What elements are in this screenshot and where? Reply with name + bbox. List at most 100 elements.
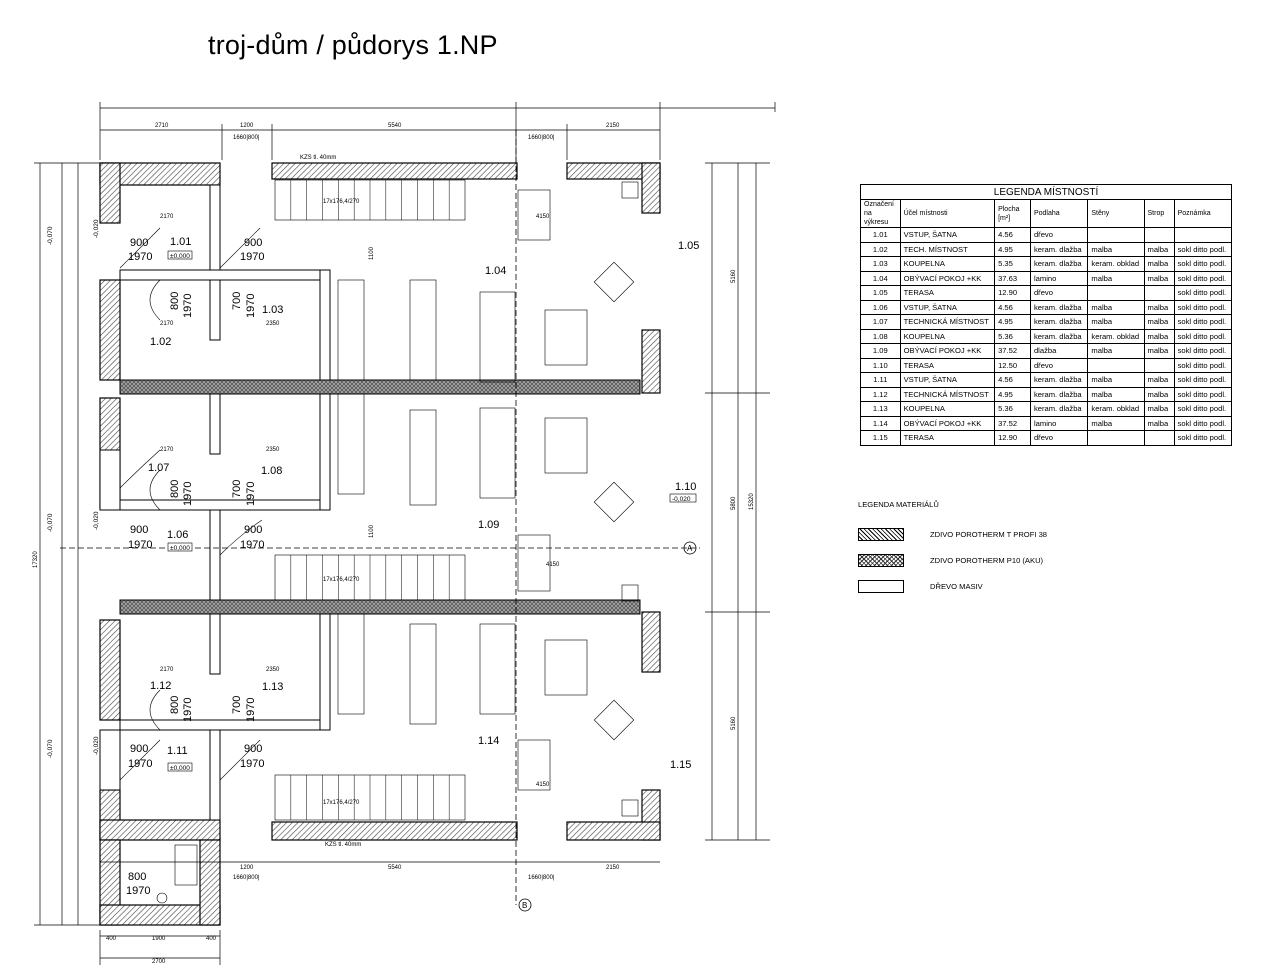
legend-cell: 1.13 [860,401,901,417]
legend-cell: sokl ditto podl. [1173,270,1233,286]
legend-cell: dřevo [1029,227,1089,243]
legend-cell: 1.12 [860,386,901,402]
axis-b-label: B [522,901,527,910]
door-height-1-11: 1970 [128,758,152,770]
legend-cell [1087,430,1145,446]
door-height-1-06: 1970 [128,539,152,551]
legend-cell: sokl ditto podl. [1173,328,1233,344]
door-width-1-06b: 900 [244,524,262,536]
material-label: DŘEVO MASIV [930,581,983,591]
legend-cell: malba [1143,241,1175,257]
legend-cell: 1.05 [860,285,901,301]
kzs-bottom: KZS tl. 40mm [325,842,361,848]
dim-bottom-2: 5540 [388,865,402,871]
legend-cell: 12.90 [994,285,1031,301]
stair-steps [290,180,450,820]
axis-markers [60,130,700,912]
legend-header-cell: Plocha [m²] [994,199,1031,228]
legend-cell: sokl ditto podl. [1173,415,1233,431]
legend-cell [1087,227,1145,243]
legend-cell: OBÝVACÍ POKOJ +KK [899,415,996,431]
dim-top-sub-2: 1660|800| [528,135,555,141]
legend-header-cell: Podlaha [1029,199,1089,228]
level-left-mid: -0,070 [47,513,54,532]
legend-cell: malba [1087,343,1145,359]
legend-cell: sokl ditto podl. [1173,285,1233,301]
room-label-1-04: 1.04 [485,265,506,277]
legend-cell: 4.95 [994,314,1031,330]
legend-cell: malba [1087,372,1145,388]
legend-cell: lamino [1029,415,1089,431]
legend-cell: sokl ditto podl. [1173,386,1233,402]
dim-bottom-1: 1200 [240,865,254,871]
door-height-1-02: 1970 [182,294,194,318]
legend-cell: keram. dlažba [1029,241,1089,257]
top-dimensions [99,102,776,170]
level-1-11: ±0,000 [170,765,190,772]
page-title: troj-dům / půdorys 1.NP [208,30,498,60]
legend-cell: TERASA [899,357,996,373]
room-label-1-12: 1.12 [150,680,171,692]
door-width-1-02: 800 [169,292,181,310]
legend-cell: keram. obklad [1087,256,1145,272]
legend-cell: 37.63 [994,270,1031,286]
stairs-top: 17x176,4/270 [323,199,360,205]
level-left-top: -0,070 [47,226,54,245]
legend-cell: 4.56 [994,299,1031,315]
door-height-bottom: 1970 [126,885,150,897]
legend-cell: 1.14 [860,415,901,431]
legend-header-cell: Stěny [1087,199,1145,228]
legend-cell: sokl ditto podl. [1173,314,1233,330]
dim-2170-a: 2170 [160,214,174,220]
dim-total: 17320 [33,551,39,568]
material-row: ZDIVO POROTHERM T PROFI 38 [858,521,1047,547]
legend-cell: sokl ditto podl. [1173,256,1233,272]
legend-cell: keram. dlažba [1029,401,1089,417]
axis-a-label: A [687,544,693,553]
dim-right-1: 5160 [731,269,737,283]
legend-cell: 4.95 [994,386,1031,402]
legend-cell: malba [1143,415,1175,431]
crosshatch-swatch [858,553,904,567]
dim-2350-c: 2350 [266,667,280,673]
legend-cell: OBÝVACÍ POKOJ +KK [899,343,996,359]
left-dimensions [34,162,100,926]
legend-cell: malba [1143,299,1175,315]
legend-cell: KOUPELNA [899,401,996,417]
dim-bottom-4: 1900 [152,936,166,942]
dim-4150-c: 4150 [536,782,550,788]
legend-cell [1143,430,1175,446]
legend-cell: 1.03 [860,256,901,272]
furniture [156,181,639,904]
legend-cell: 5.35 [994,256,1031,272]
legend-cell: 12.50 [994,357,1031,373]
level-door-bot: -0,020 [93,736,100,755]
legend-cell: malba [1143,343,1175,359]
dim-bottom-sub: 1660|800| [233,875,260,881]
room-label-1-06: 1.06 [167,529,188,541]
door-width-1-01: 900 [130,237,148,249]
legend-cell: 4.56 [994,372,1031,388]
legend-cell: TECHNICKÁ MÍSTNOST [899,386,996,402]
dim-bottom-6a: 400 [106,936,117,942]
room-label-1-03: 1.03 [262,304,283,316]
legend-cell [1087,357,1145,373]
door-height-1-11b: 1970 [240,758,264,770]
dim-4150-b: 4150 [546,562,560,568]
legend-header-cell: Označení na výkresu [860,199,901,228]
material-label: ZDIVO POROTHERM T PROFI 38 [930,529,1048,539]
stairs-mid: 17x176,4/270 [323,577,360,583]
dim-4150-a: 4150 [536,214,550,220]
dim-2170-b: 2170 [160,321,174,327]
dim-right-1b: 5160 [731,716,737,730]
legend-cell: OBÝVACÍ POKOJ +KK [899,270,996,286]
room-label-1-02: 1.02 [150,336,171,348]
dim-right-2: 5800 [731,496,737,510]
legend-cell: sokl ditto podl. [1173,343,1233,359]
legend-cell: 12.90 [994,430,1031,446]
